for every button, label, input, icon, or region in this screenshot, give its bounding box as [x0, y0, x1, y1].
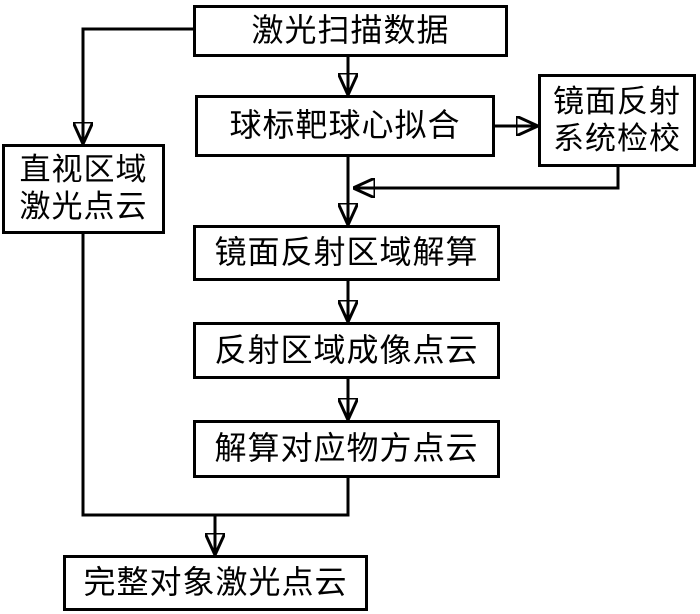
node-object-space-cloud-label: 解算对应物方点云 [214, 430, 479, 467]
node-sphere-target-fitting: 球标靶球心拟合 [195, 95, 495, 157]
node-complete-cloud-label: 完整对象激光点云 [83, 564, 348, 601]
node-direct-view-cloud-label-line1: 直视区域 [19, 152, 148, 188]
node-reflection-imaging-cloud: 反射区域成像点云 [193, 322, 500, 379]
node-mirror-calibration: 镜面反射 系统检校 [538, 74, 696, 167]
edge-laserdata-to-directview-arrow [83, 27, 195, 144]
node-mirror-calibration-label-line2: 系统检校 [553, 120, 681, 156]
node-mirror-area-solution-label: 镜面反射区域解算 [214, 234, 479, 271]
node-laser-scan-data-label: 激光扫描数据 [251, 12, 450, 49]
node-direct-view-cloud: 直视区域 激光点云 [2, 144, 165, 234]
edge-calibration-to-spine-arrow [353, 167, 620, 188]
node-direct-view-cloud-label-line2: 激光点云 [19, 189, 148, 224]
node-sphere-target-fitting-label: 球标靶球心拟合 [229, 107, 461, 144]
node-mirror-area-solution: 镜面反射区域解算 [193, 225, 500, 281]
node-object-space-cloud: 解算对应物方点云 [193, 420, 500, 478]
node-reflection-imaging-cloud-label: 反射区域成像点云 [214, 331, 479, 368]
node-mirror-calibration-label-line1: 镜面反射 [553, 83, 681, 119]
node-laser-scan-data: 激光扫描数据 [193, 5, 508, 57]
node-complete-cloud: 完整对象激光点云 [63, 555, 368, 611]
